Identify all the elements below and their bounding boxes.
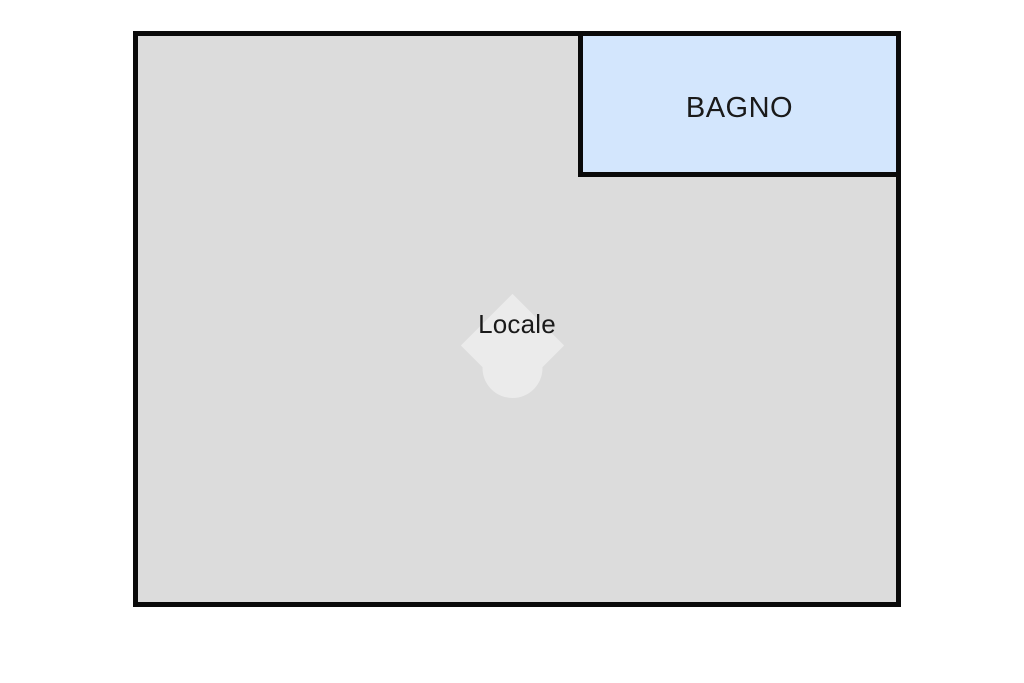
room-label-locale: Locale [478,309,556,339]
room-bagno[interactable] [578,31,901,177]
room-label-bagno: BAGNO [685,92,794,124]
